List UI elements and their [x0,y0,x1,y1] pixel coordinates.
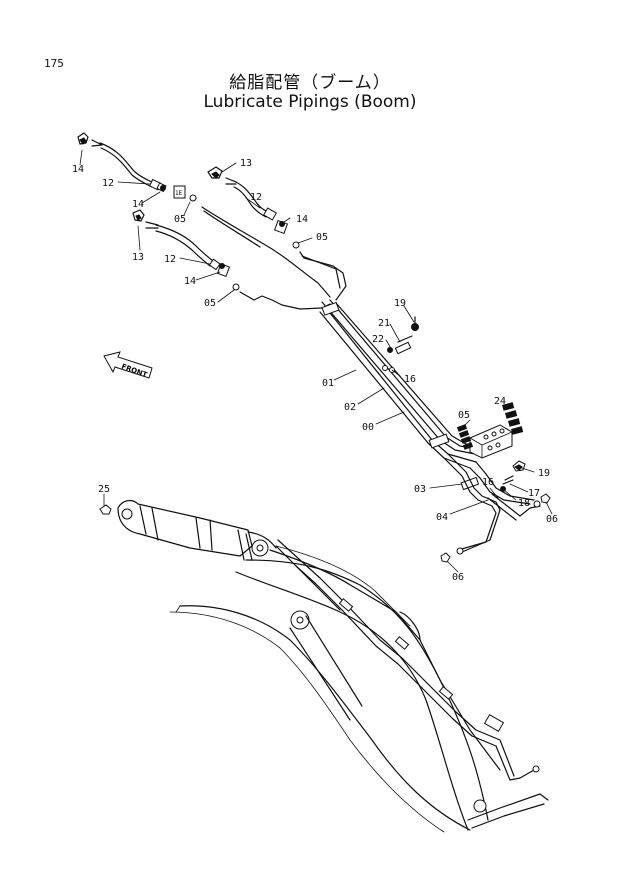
part-labels: 14 12 14 05 13 13 12 12 14 14 05 05 19 2… [72,158,558,583]
part-label-05: 05 [174,214,186,225]
part-label-25: 25 [98,484,110,495]
part-label-01: 01 [322,378,334,389]
part-label-19: 19 [394,298,406,309]
title-japanese: 給脂配管（ブーム） [229,73,391,93]
fitting-cluster-lower [440,460,551,563]
part-label-17: 17 [528,488,540,499]
grease-fitting-25 [99,504,112,515]
part-label-00: 00 [362,422,374,433]
part-label-14: 14 [296,214,308,225]
block-label: 1E [175,190,183,197]
part-label-06: 06 [452,572,464,583]
page-number: 175 [44,57,64,70]
leader-lines [79,149,553,573]
grease-fitting-13b [132,209,145,222]
nipple-14c [279,221,285,227]
part-label-12: 12 [250,192,262,203]
clamp-middle [428,433,450,449]
hose-assembly-upper-middle [207,166,300,249]
junction-block [173,185,186,199]
plug-05a [189,194,197,202]
part-label-14: 14 [184,276,196,287]
boom-structure [117,499,549,833]
grease-fitting-14a [77,132,89,145]
part-label-19: 19 [538,468,550,479]
part-label-06: 06 [546,514,558,525]
part-label-18: 18 [518,498,530,509]
plug-05c [232,283,240,291]
nipple-14d [219,263,225,269]
nipple-14b [160,185,166,191]
fitting-cluster-upper [382,316,419,373]
hose-assembly-upper-left: 1E [77,132,197,202]
part-label-04: 04 [436,512,448,523]
part-label-02: 02 [344,402,356,413]
hose-assembly-middle-left [132,209,240,291]
part-label-16: 16 [404,374,416,385]
part-label-12: 12 [164,254,176,265]
part-label-14: 14 [72,164,84,175]
part-label-03: 03 [414,484,426,495]
part-label-12: 12 [102,178,114,189]
part-label-05: 05 [316,232,328,243]
plug-05b [292,241,300,249]
part-label-05: 05 [458,410,470,421]
part-label-22: 22 [372,334,384,345]
part-label-05: 05 [204,298,216,309]
part-label-16: 16 [482,477,494,488]
part-label-14: 14 [132,199,144,210]
grease-fitting-13a [207,166,223,179]
pipe-bundle [201,206,541,555]
clamp-lower [460,476,480,491]
part-label-24: 24 [494,396,506,407]
front-arrow: FRONT [103,351,153,379]
part-label-13: 13 [132,252,144,263]
title-english: Lubricate Pipings (Boom) [203,92,417,112]
part-label-21: 21 [378,318,390,329]
manifold-block [456,402,524,459]
clamp-upper [321,301,340,316]
part-label-13: 13 [240,158,252,169]
